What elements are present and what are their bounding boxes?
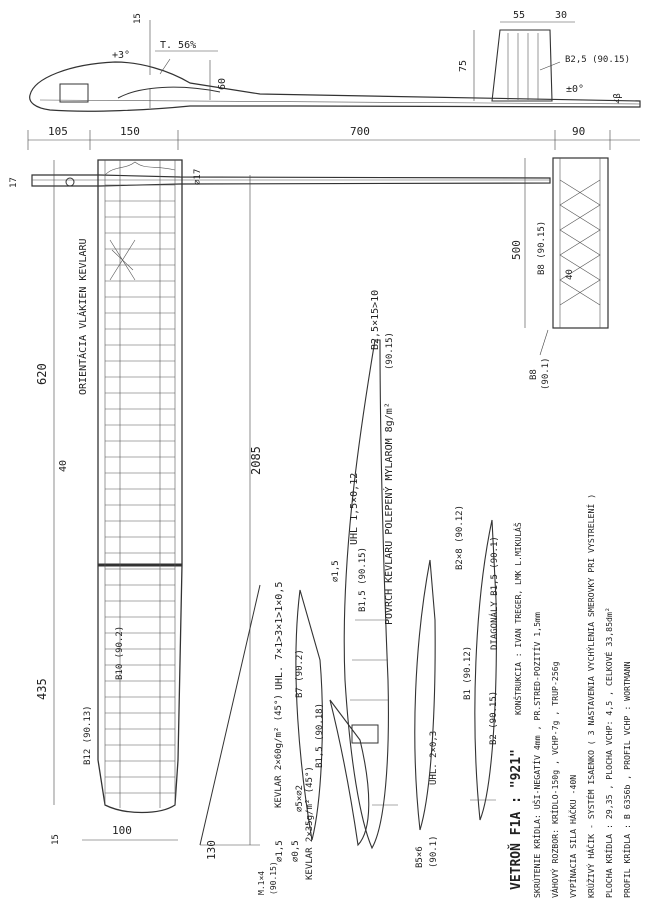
- spec-line2: VÁHOVÝ ROZBOR: KRÍDLO-150g , VCHP-7g , T…: [549, 661, 560, 898]
- spar-b10: B10 (90.2): [115, 626, 125, 680]
- fin-spar-leader: [539, 61, 561, 71]
- angle-zero: ±0°: [566, 84, 584, 95]
- uhl-2: UHL. 2×0,3: [429, 731, 439, 785]
- b25-label: B2,5×15>10: [370, 290, 381, 350]
- dim-90: 90: [572, 125, 585, 138]
- dim-100: 100: [112, 824, 132, 837]
- spec-author: KONŠTRUKCIA : IVAN TREGER, LMK L.MIKULÁŠ: [512, 522, 523, 715]
- b5-label: B5×6: [415, 846, 425, 868]
- b15-label: B1,5 (90.15): [358, 547, 368, 612]
- spec-line1: SKRÚTENIE KRÍDLA: UŠI-NEGATÍV 4mm , PR.S…: [531, 612, 542, 898]
- angle-plus3: +3°: [112, 50, 130, 61]
- b2x8: B2×8 (90.12): [455, 505, 465, 570]
- b15-b: B1,5 (90.18): [315, 703, 325, 768]
- m-label: M.1×4: [257, 871, 266, 895]
- b25-sub: (90.15): [385, 332, 395, 370]
- dim-30: 30: [555, 10, 567, 21]
- fin-spar-label: B2,5 (90.15): [565, 55, 630, 65]
- section-3: [295, 589, 323, 841]
- section-1-ribs: [350, 619, 388, 701]
- stab-diagonals: [559, 179, 601, 306]
- uhl-7: UHL. 7×1>3×1>1×0,5: [274, 582, 285, 690]
- incidence-line: [159, 58, 171, 75]
- dim-15-top: 15: [133, 13, 143, 24]
- spec-line3: VYPÍNACIA SILA HÁČKU -40N: [567, 775, 578, 898]
- dim-40-stab: 40: [565, 269, 575, 280]
- fuselage-outline: [29, 61, 641, 112]
- root-sheeting: [104, 161, 176, 176]
- dim-620: 620: [35, 363, 49, 385]
- dim-40-wing: 40: [58, 460, 69, 472]
- phi15-top: ∅1,5: [331, 560, 341, 582]
- section-4: [414, 559, 436, 831]
- fin-outline: [491, 29, 553, 102]
- kevlar-note: POVRCH KEVLARU POLEPENÝ MYLAROM 8g/m²: [382, 402, 395, 625]
- fuselage-centerline: [39, 99, 641, 105]
- diag-label: DIAGONÁLY B1,5 (90.1): [488, 536, 500, 650]
- tow-hook: [65, 177, 75, 187]
- fuselage-top-view: 17: [9, 174, 551, 188]
- wing-ribs: [105, 184, 175, 794]
- b1-label: B1 (90.12): [463, 646, 473, 700]
- spar-b12: B12 (90.13): [83, 705, 93, 765]
- dihedral-line: [199, 584, 261, 846]
- stabilizer-planform: 500 B8 (90.15) 40 B8 (90.1): [510, 157, 609, 390]
- b5-sub: (90.1): [429, 835, 439, 868]
- phi05: ∅0,5: [291, 840, 301, 862]
- stab-spar-b8-2: B8: [529, 369, 539, 380]
- dim-500: 500: [510, 240, 523, 260]
- dim-60: 60: [217, 78, 228, 90]
- m-sub: (90.15): [269, 861, 278, 895]
- section-1-box: [351, 724, 379, 744]
- dim-130: 130: [205, 840, 218, 860]
- spec-title: VETROŇ F1A : "921": [508, 749, 524, 890]
- spec-line4: KRÚŽIVÝ HÁČIK - SYSTÉM ISAENKO ( 3 NASTA…: [585, 494, 596, 898]
- top-dimension-chain: 105 150 700 90: [27, 125, 640, 150]
- phi15: ∅1,5: [275, 840, 285, 862]
- kevlar-1: KEVLAR 2×60g/m² (45°): [274, 694, 284, 808]
- dim-2085: 2085: [249, 446, 263, 475]
- spec-line5: PLOCHA KRÍDLA : 29,35 , PLOCHA VCHP: 4,5…: [603, 607, 614, 898]
- phi5: ∅5×∅2: [295, 785, 305, 812]
- uhl-15: UHL 1,5×0,12: [349, 473, 360, 545]
- spec-block: VETROŇ F1A : "921" KONŠTRUKCIA : IVAN TR…: [508, 494, 632, 898]
- kevlar-2: KEVLAR 2×35g/m² (45°): [305, 766, 315, 880]
- section-5: [474, 519, 497, 821]
- dim-75: 75: [458, 60, 469, 72]
- stab-spar-b8: B8 (90.15): [537, 221, 547, 275]
- wing-root-profile: [117, 86, 221, 99]
- profile-sections: POVRCH KEVLARU POLEPENÝ MYLAROM 8g/m² B2…: [257, 290, 500, 895]
- dim-105: 105: [48, 125, 68, 138]
- dim-55: 55: [513, 10, 525, 21]
- wing-outline: [97, 159, 183, 814]
- dim-435: 435: [35, 678, 49, 700]
- fuselage-side-view: +3° 15 T. 56% 60 75 55 30 B2,5 (90.15) ±…: [29, 10, 641, 112]
- section-1: [343, 339, 389, 850]
- fuselage-boom-top: [31, 174, 551, 187]
- t-percent: T. 56%: [160, 40, 196, 51]
- wing-planform: ORIENTÁCIA VLÁKIEN KEVLARU 620 40 B10 (9…: [35, 159, 263, 860]
- dim-phi17: ∅17: [193, 169, 203, 185]
- spec-line6: PROFIL KRÍDLA : B 6356b , PROFIL VCHP : …: [621, 661, 632, 898]
- stab-leader: [539, 329, 549, 356]
- section-2: [329, 699, 370, 847]
- fiber-label: ORIENTÁCIA VLÁKIEN KEVLARU: [76, 238, 89, 395]
- b2-label: B2 (90.15): [489, 691, 499, 745]
- stab-spar-b8-2-sub: (90.1): [541, 357, 551, 390]
- b7-label: B7 (90.2): [295, 649, 305, 698]
- dim-17: 17: [9, 177, 19, 188]
- kevlar-cross: [109, 239, 136, 281]
- dim-150: 150: [120, 125, 140, 138]
- dim-15-wing: 15: [51, 834, 61, 845]
- stab-outline: [552, 157, 609, 329]
- angle-beta: ∠β: [613, 93, 623, 104]
- fuselage-hatch: [59, 83, 89, 103]
- dim-700: 700: [350, 125, 370, 138]
